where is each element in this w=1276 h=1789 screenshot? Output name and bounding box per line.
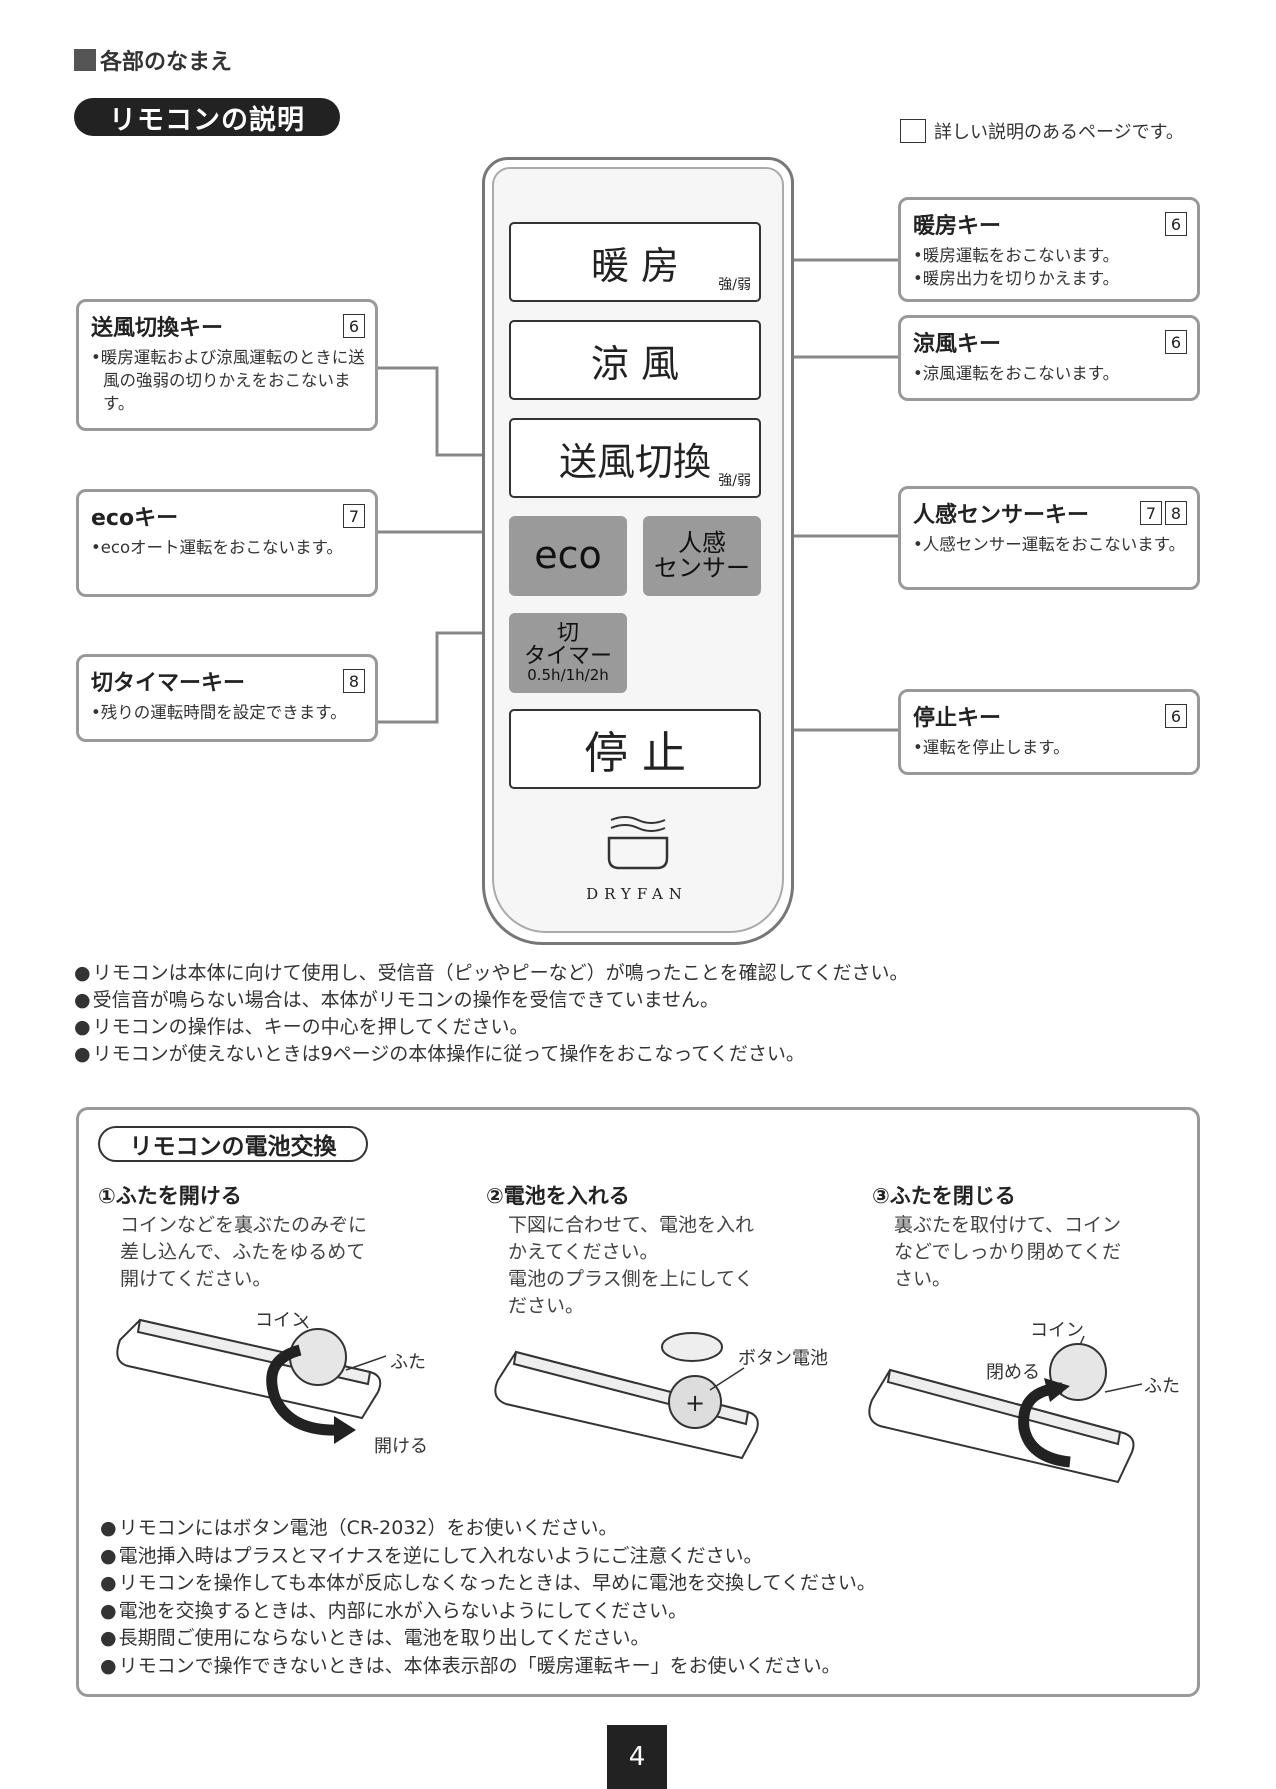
note-item: 受信音が鳴らない場合は、本体がリモコンの操作を受信できていません。 <box>74 987 908 1014</box>
brand-name: DRYFAN <box>586 885 688 903</box>
step-title: ③ふたを閉じる <box>872 1184 1016 1208</box>
label-coin-3: コイン <box>1030 1320 1084 1341</box>
timer-button-line3: 0.5h/1h/2h <box>527 666 609 685</box>
dryfan-logo-icon <box>607 816 669 870</box>
step-title: ②電池を入れる <box>486 1184 630 1208</box>
cool-button[interactable]: 涼 風 <box>509 320 761 400</box>
label-lid: ふた <box>390 1352 426 1373</box>
note-item: リモコンにはボタン電池（CR-2032）をお使いください。 <box>100 1515 876 1543</box>
page-number: 4 <box>607 1725 667 1789</box>
page-reference: 6 <box>1165 212 1187 236</box>
coin-illustration <box>289 1328 347 1386</box>
heat-button-label: 暖 房 <box>590 243 680 288</box>
note-item: リモコンの操作は、キーの中心を押してください。 <box>74 1014 908 1041</box>
note-item: リモコンが使えないときは9ページの本体操作に従って操作をおこなってください。 <box>74 1041 908 1068</box>
timer-button-line2: タイマー <box>523 644 612 670</box>
timer-button[interactable]: 切 タイマー 0.5h/1h/2h <box>509 613 627 693</box>
callout-title: 送風切換キー <box>91 316 224 341</box>
legend-text: 詳しい説明のあるページです。 <box>934 122 1184 143</box>
page-reference: 7 <box>343 504 365 528</box>
page-title: リモコンの説明 <box>74 98 340 136</box>
usage-notes: リモコンは本体に向けて使用し、受信音（ピッやピーなど）が鳴ったことを確認してくだ… <box>74 960 909 1068</box>
step-description: 裏ぶたを取付けて、コイン などでしっかり閉めてくだ さい。 <box>894 1214 1122 1290</box>
note-item: リモコンを操作しても本体が反応しなくなったときは、早めに電池を交換してください。 <box>100 1570 876 1598</box>
callout-timer-key: 切タイマーキー 8 •残りの運転時間を設定できます。 <box>76 654 378 742</box>
page-reference: 6 <box>1165 330 1187 354</box>
square-icon <box>74 49 96 71</box>
remote-back-illustration-3 <box>868 1368 1135 1484</box>
page-reference: 8 <box>343 669 365 693</box>
note-item: リモコンは本体に向けて使用し、受信音（ピッやピーなど）が鳴ったことを確認してくだ… <box>74 960 909 987</box>
label-lid-3: ふた <box>1144 1376 1180 1397</box>
eco-button-label: eco <box>534 533 602 578</box>
note-item: 電池を交換するときは、内部に水が入らないようにしてください。 <box>100 1598 876 1626</box>
battery-section-title: リモコンの電池交換 <box>98 1126 368 1162</box>
fan-switch-button-label: 送風切換 <box>558 439 711 484</box>
fan-switch-button[interactable]: 送風切換 強/弱 <box>509 418 761 498</box>
sensor-button[interactable]: 人感 センサー <box>643 516 761 596</box>
open-arrow-icon <box>266 1344 356 1444</box>
step-description: 下図に合わせて、電池を入れ かえてください。 電池のプラス側を上にしてく ださい… <box>508 1214 755 1317</box>
label-open: 開ける <box>374 1436 428 1457</box>
label-close: 閉める <box>986 1362 1040 1383</box>
battery-section <box>76 1107 1200 1697</box>
page-reference: 6 <box>343 314 365 338</box>
step-open-lid: ①ふたを開ける コインなどを裏ぶたのみぞに 差し込んで、ふたをゆるめて 開けてく… <box>98 1180 398 1293</box>
heat-button[interactable]: 暖 房 強/弱 <box>509 222 761 302</box>
svg-text:+: + <box>685 1389 705 1417</box>
step-description: コインなどを裏ぶたのみぞに 差し込んで、ふたをゆるめて 開けてください。 <box>120 1214 368 1290</box>
stop-button[interactable]: 停 止 <box>509 709 761 789</box>
label-coin: コイン <box>255 1310 309 1331</box>
callout-title: 停止キー <box>913 706 1002 731</box>
callout-fan-switch-key: 送風切換キー 6 •暖房運転および涼風運転のときに送風の強弱の切りかえをおこない… <box>76 299 378 431</box>
callout-title: 切タイマーキー <box>91 671 246 696</box>
callout-title: ecoキー <box>91 506 179 531</box>
stop-button-label: 停 止 <box>584 728 686 779</box>
note-item: 長期間ご使用にならないときは、電池を取り出してください。 <box>100 1625 876 1653</box>
page-reference: 6 <box>1165 704 1187 728</box>
page-box-icon <box>900 119 926 143</box>
heat-button-sub: 強/弱 <box>718 277 751 293</box>
button-battery-illustration: + <box>661 1332 723 1429</box>
callout-title: 暖房キー <box>913 214 1002 239</box>
callout-title: 人感センサーキー <box>913 503 1090 528</box>
sensor-button-line1: 人感 <box>678 528 726 557</box>
note-item: リモコンで操作できないときは、本体表示部の「暖房運転キー」をお使いください。 <box>100 1653 876 1681</box>
remote-control-face: 暖 房 強/弱 涼 風 送風切換 強/弱 eco 人感 センサー 切 タイマー … <box>492 167 784 933</box>
step-insert-battery: ②電池を入れる 下図に合わせて、電池を入れ かえてください。 電池のプラス側を上… <box>486 1180 786 1320</box>
page-reference-legend: 詳しい説明のあるページです。 <box>900 118 1184 144</box>
sensor-button-line2: センサー <box>654 554 750 582</box>
cool-button-label: 涼 風 <box>590 341 680 386</box>
callout-title: 涼風キー <box>913 332 1002 357</box>
note-item: 電池挿入時はプラスとマイナスを逆にして入れないようにご注意ください。 <box>100 1543 876 1571</box>
callout-heat-key: 暖房キー 6 •暖房運転をおこないます。•暖房出力を切りかえます。 <box>898 197 1200 302</box>
close-arrow-icon <box>1018 1378 1071 1468</box>
eco-button[interactable]: eco <box>509 516 627 596</box>
callout-stop-key: 停止キー 6 •運転を停止します。 <box>898 689 1200 775</box>
timer-button-line1: 切 <box>556 621 579 647</box>
label-button-battery: ボタン電池 <box>738 1348 828 1369</box>
fan-switch-button-sub: 強/弱 <box>718 473 751 489</box>
battery-notes: リモコンにはボタン電池（CR-2032）をお使いください。 電池挿入時はプラスと… <box>100 1515 876 1680</box>
callout-cool-key: 涼風キー 6 •涼風運転をおこないます。 <box>898 315 1200 401</box>
step-title: ①ふたを開ける <box>98 1184 242 1208</box>
step-close-lid: ③ふたを閉じる 裏ぶたを取付けて、コイン などでしっかり閉めてくだ さい。 <box>872 1180 1172 1293</box>
section-header: 各部のなまえ <box>74 44 232 76</box>
callout-eco-key: ecoキー 7 •ecoオート運転をおこないます。 <box>76 489 378 597</box>
section-title: 各部のなまえ <box>100 50 233 75</box>
